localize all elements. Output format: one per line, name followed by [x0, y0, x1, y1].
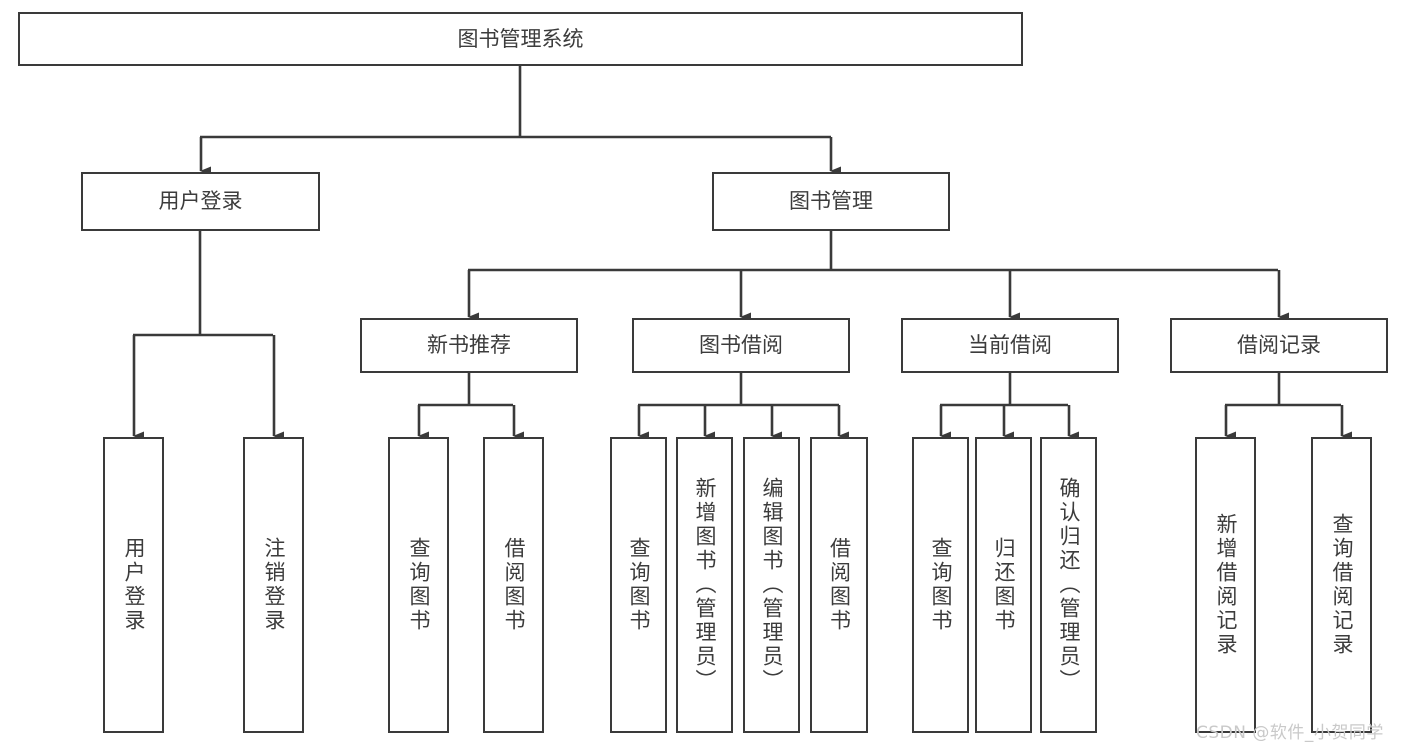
node-label-leaf-add-borrow-record: 新增借阅记录	[1214, 513, 1238, 657]
node-leaf-borrow-book[interactable]: 借阅图书	[810, 437, 868, 733]
node-label-leaf-query-book-current: 查询图书	[929, 537, 953, 633]
node-label-leaf-edit-book-admin: 编辑图书（管理员）	[760, 477, 784, 693]
node-leaf-edit-book-admin[interactable]: 编辑图书（管理员）	[743, 437, 800, 733]
csdn-watermark: CSDN @软件_小贺同学	[1196, 723, 1384, 743]
node-label-root: 图书管理系统	[457, 26, 584, 51]
node-book-manage[interactable]: 图书管理	[712, 172, 950, 231]
node-book-borrow[interactable]: 图书借阅	[632, 318, 850, 373]
node-label-leaf-add-book-admin: 新增图书（管理员）	[693, 477, 717, 693]
node-label-leaf-confirm-return-admin: 确认归还（管理员）	[1057, 477, 1081, 693]
node-leaf-add-book-admin[interactable]: 新增图书（管理员）	[676, 437, 733, 733]
node-leaf-user-login[interactable]: 用户登录	[103, 437, 164, 733]
node-label-leaf-query-book-recommend: 查询图书	[407, 537, 431, 633]
node-leaf-return-book[interactable]: 归还图书	[975, 437, 1032, 733]
node-label-book-borrow: 图书借阅	[699, 333, 783, 358]
node-leaf-query-borrow-record[interactable]: 查询借阅记录	[1311, 437, 1372, 733]
node-current-borrow[interactable]: 当前借阅	[901, 318, 1119, 373]
node-leaf-borrow-book-recommend[interactable]: 借阅图书	[483, 437, 544, 733]
node-label-new-book-recommend: 新书推荐	[427, 333, 511, 358]
node-label-book-manage: 图书管理	[789, 189, 873, 214]
node-label-leaf-user-logout: 注销登录	[262, 537, 286, 633]
node-label-leaf-return-book: 归还图书	[992, 537, 1016, 633]
node-label-user-login: 用户登录	[158, 189, 243, 214]
node-label-leaf-user-login: 用户登录	[122, 537, 146, 633]
node-label-leaf-borrow-book: 借阅图书	[827, 537, 852, 633]
node-leaf-query-book-current[interactable]: 查询图书	[912, 437, 969, 733]
node-user-login[interactable]: 用户登录	[81, 172, 320, 231]
node-root[interactable]: 图书管理系统	[18, 12, 1023, 66]
node-leaf-user-logout[interactable]: 注销登录	[243, 437, 304, 733]
node-label-leaf-query-book-borrow: 查询图书	[627, 537, 651, 633]
node-leaf-query-book-borrow[interactable]: 查询图书	[610, 437, 667, 733]
node-leaf-confirm-return-admin[interactable]: 确认归还（管理员）	[1040, 437, 1097, 733]
node-leaf-query-book-recommend[interactable]: 查询图书	[388, 437, 449, 733]
node-label-current-borrow: 当前借阅	[968, 333, 1052, 358]
node-borrow-record[interactable]: 借阅记录	[1170, 318, 1388, 373]
node-label-leaf-borrow-book-recommend: 借阅图书	[502, 537, 526, 633]
node-label-leaf-query-borrow-record: 查询借阅记录	[1330, 513, 1354, 657]
node-new-book-recommend[interactable]: 新书推荐	[360, 318, 578, 373]
node-leaf-add-borrow-record[interactable]: 新增借阅记录	[1195, 437, 1256, 733]
node-label-borrow-record: 借阅记录	[1237, 333, 1321, 358]
